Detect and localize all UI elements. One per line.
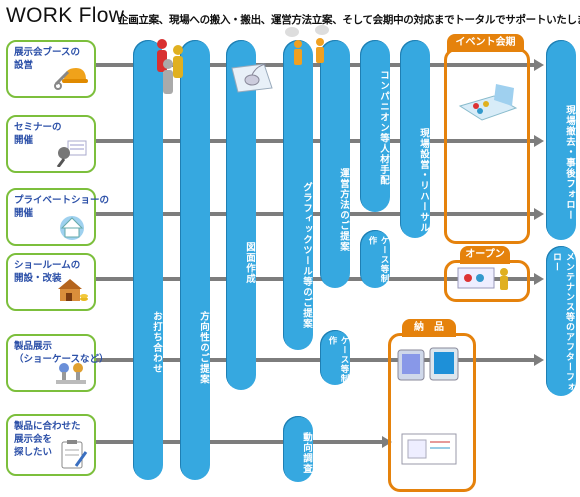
mouse-pad-icon [231, 63, 273, 93]
event-period-label: イベント会期 [447, 34, 524, 52]
step-label: グラフィックツール等のご提案 [301, 181, 312, 329]
step-graphic-tools[interactable]: グラフィックツール等のご提案 [283, 40, 313, 350]
microphone-icon [56, 140, 87, 167]
step-case-production-1[interactable]: ケース等制作 [360, 230, 390, 288]
showroom-display-icon [457, 267, 508, 290]
step-label: 現場撤去・事後フォロー [564, 105, 575, 221]
booth-layout-icon [458, 84, 518, 121]
step-label: メンテナンス等のアフターフォロー [551, 252, 574, 392]
step-label: 運営方法のご提案 [338, 168, 349, 252]
step-label: ケース等制作 [367, 236, 389, 284]
step-label: 図面作成 [244, 242, 255, 284]
row-label: 製品に合わせた 展示会を 探したい [14, 421, 81, 458]
row-arrow [92, 212, 534, 216]
display-stands-icon [56, 363, 86, 384]
step-label: ケース等制作 [327, 336, 349, 384]
step-teardown-followup[interactable]: 現場撤去・事後フォロー [546, 40, 576, 240]
row-seminar[interactable]: セミナーの 開催 [6, 115, 96, 173]
step-trend-survey[interactable]: 動向調査 [283, 416, 313, 482]
step-staffing[interactable]: コンパニオン等人材手配 [360, 40, 390, 212]
page-subtitle: 企画立案、現場への搬入・搬出、運営方法立案、そして会期中の対応までトータルでサポ… [118, 14, 580, 26]
step-maintenance[interactable]: メンテナンス等のアフターフォロー [546, 246, 576, 396]
house-globe-icon [60, 216, 84, 240]
open-label: オープン [460, 246, 510, 264]
row-arrow [92, 440, 382, 444]
chart-panel-icon [401, 433, 457, 465]
step-direction-proposal[interactable]: 方向性のご提案 [180, 40, 210, 480]
row-showroom[interactable]: ショールームの 開設・改装 [6, 253, 96, 311]
step-operation-proposal[interactable]: 運営方法のご提案 [320, 40, 350, 288]
step-label: お打ち合わせ [151, 310, 162, 374]
clipboard-pen-icon [61, 440, 88, 469]
row-arrow [92, 139, 534, 143]
step-label: 方向性のご提案 [198, 311, 209, 385]
row-arrow [92, 63, 534, 67]
step-label: コンパニオン等人材手配 [378, 70, 389, 186]
step-drawing[interactable]: 図面作成 [226, 40, 256, 390]
row-arrow [92, 277, 534, 281]
speech-figures-icon [285, 25, 329, 65]
row-label: ショールームの 開設・改装 [14, 260, 81, 284]
row-booth-setup[interactable]: 展示会ブースの 設営 [6, 40, 96, 98]
row-product-display[interactable]: 製品展示 （ショーケースなど） [6, 334, 109, 392]
step-label: 現場設営・リハーサル [418, 127, 429, 233]
row-private-show[interactable]: プライベートショーの 開催 [6, 188, 109, 246]
row-label: 製品展示 （ショーケースなど） [14, 341, 109, 365]
step-consultation[interactable]: お打ち合わせ [133, 40, 163, 480]
row-arrow [92, 358, 534, 362]
row-arrowhead [534, 273, 544, 285]
row-label: プライベートショーの 開催 [14, 195, 110, 219]
event-period-box [444, 48, 530, 244]
row-arrowhead [534, 354, 544, 366]
row-arrowhead [534, 208, 544, 220]
step-label: 動向調査 [301, 432, 312, 474]
row-label: セミナーの 開催 [14, 122, 62, 146]
row-arrowhead [534, 59, 544, 71]
row-arrowhead [382, 436, 392, 448]
row-label: 展示会ブースの 設営 [14, 47, 81, 71]
monitor-frames-icon [397, 347, 459, 381]
people-figures-icon [157, 39, 183, 94]
row-find-exhibition[interactable]: 製品に合わせた 展示会を 探したい [6, 414, 96, 476]
step-onsite-setup[interactable]: 現場設営・リハーサル [400, 40, 430, 238]
hardhat-tools-icon [54, 68, 88, 90]
house-coins-icon [58, 279, 88, 301]
step-case-production-2[interactable]: ケース等制作 [320, 330, 350, 385]
delivery-label: 納 品 [402, 319, 456, 337]
page-title: WORK Flow [6, 4, 125, 27]
row-arrowhead [534, 135, 544, 147]
